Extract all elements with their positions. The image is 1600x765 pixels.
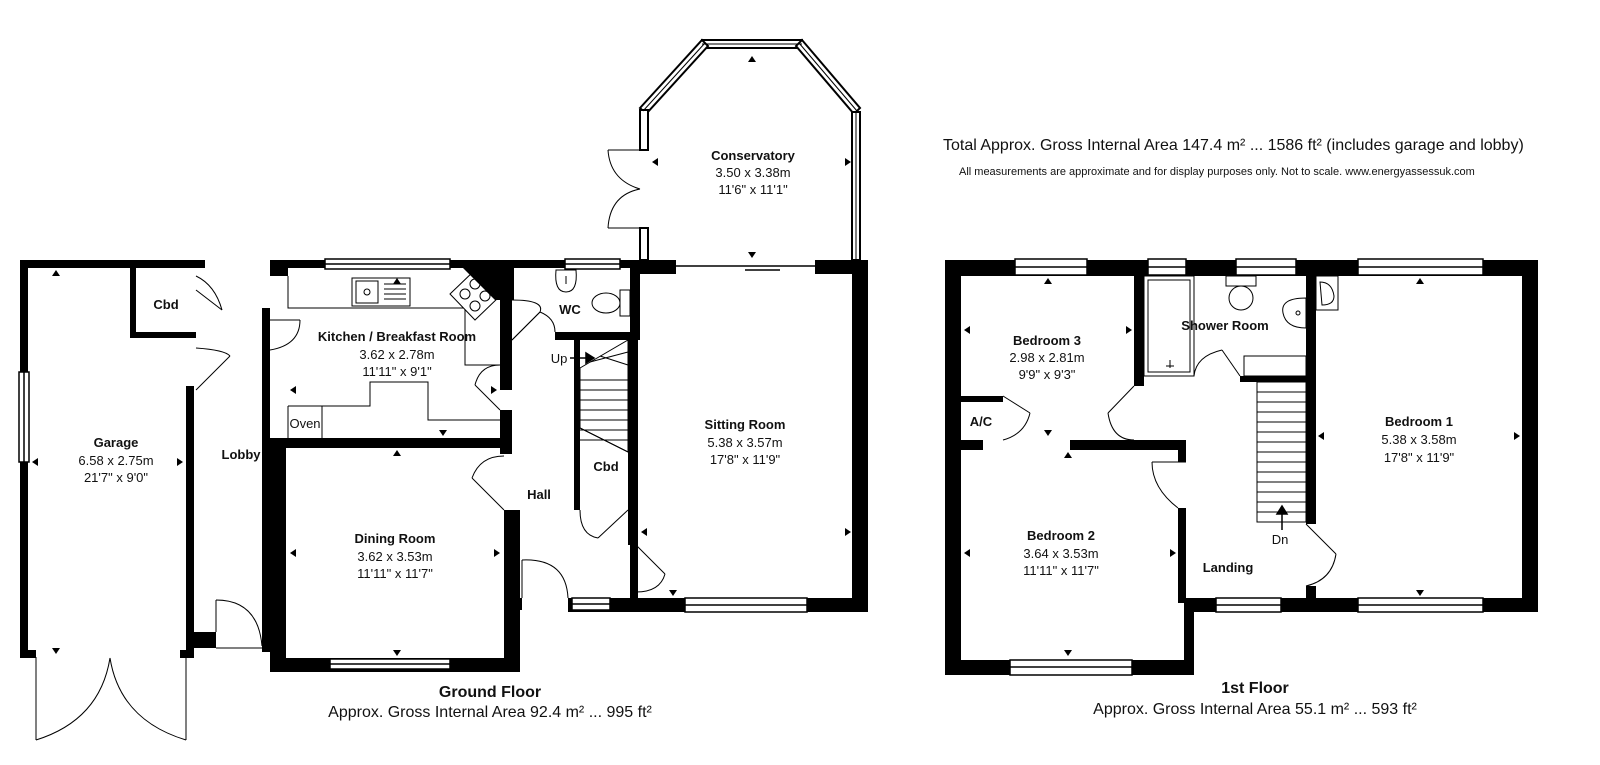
first-floor-doors <box>1002 349 1337 587</box>
ground-floor-plan: Cbd Garage 6.58 x 2.75m 21'7" x 9'0" Lob… <box>18 38 868 741</box>
dining-label: Dining Room <box>355 531 436 546</box>
shower-room-fittings <box>1143 275 1339 377</box>
wc-label: WC <box>559 302 581 317</box>
conservatory-glazing <box>642 42 858 260</box>
first-room-labels: Bedroom 3 2.98 x 2.81m 9'9" x 9'3" A/C S… <box>970 318 1457 578</box>
garage-window <box>18 371 30 463</box>
bedroom2-metric: 3.64 x 3.53m <box>1023 546 1098 561</box>
wc-window <box>564 258 621 270</box>
sitting-label: Sitting Room <box>705 417 786 432</box>
dining-imperial: 11'11" x 11'7" <box>357 566 433 581</box>
conservatory-imperial: 11'6" x 11'1" <box>718 182 788 197</box>
garage-metric: 6.58 x 2.75m <box>78 453 153 468</box>
sitting-window <box>684 597 808 613</box>
kitchen-dining-walls <box>270 260 520 672</box>
landing-label: Landing <box>1203 560 1254 575</box>
ground-floor-title: Ground Floor <box>438 684 542 701</box>
staircase-first <box>1256 381 1307 523</box>
kitchen-metric: 3.62 x 2.78m <box>359 347 434 362</box>
shower-room-label: Shower Room <box>1181 318 1268 333</box>
lobby-label: Lobby <box>222 447 262 462</box>
conservatory-metric: 3.50 x 3.38m <box>715 165 790 180</box>
kitchen-imperial: 11'11" x 9'1" <box>362 364 432 379</box>
sitting-metric: 5.38 x 3.57m <box>707 435 782 450</box>
bedroom1-label: Bedroom 1 <box>1385 414 1453 429</box>
conservatory-label: Conservatory <box>711 148 796 163</box>
bedroom3-metric: 2.98 x 2.81m <box>1009 350 1084 365</box>
bedroom2-imperial: 11'11" x 11'7" <box>1023 563 1099 578</box>
ground-room-labels: Cbd Garage 6.58 x 2.75m 21'7" x 9'0" Lob… <box>78 148 795 581</box>
bedroom3-imperial: 9'9" x 9'3" <box>1019 367 1076 382</box>
kitchen-label: Kitchen / Breakfast Room <box>318 329 476 344</box>
bedroom1-metric: 5.38 x 3.58m <box>1381 432 1456 447</box>
garage-doors <box>35 657 187 741</box>
garage-imperial: 21'7" x 9'0" <box>84 470 148 485</box>
wc-door <box>511 311 556 341</box>
ac-label: A/C <box>970 414 993 429</box>
ground-floor-area: Approx. Gross Internal Area 92.4 m² ... … <box>328 704 652 721</box>
conservatory-doors <box>607 149 641 229</box>
first-floor-title: 1st Floor <box>1221 680 1289 697</box>
kitchen-corner-wall <box>455 260 514 300</box>
up-arrow-icon <box>570 351 596 365</box>
oven-label: Oven <box>289 416 320 431</box>
front-door <box>521 559 569 599</box>
first-floor-plan: Bedroom 3 2.98 x 2.81m 9'9" x 9'3" A/C S… <box>945 258 1538 676</box>
hall-cbd-label: Cbd <box>593 459 618 474</box>
garage-cbd-label: Cbd <box>153 297 178 312</box>
garage-cbd-door <box>195 275 231 391</box>
wc-fittings <box>555 269 631 317</box>
bedroom1-imperial: 17'8" x 11'9" <box>1384 450 1455 465</box>
down-arrow-icon <box>1275 504 1289 530</box>
total-area-text: Total Approx. Gross Internal Area 147.4 … <box>943 137 1524 154</box>
ground-dimension-markers <box>32 56 851 656</box>
hall-cbd-door <box>579 509 629 539</box>
first-floor-windows <box>1009 258 1484 676</box>
dining-metric: 3.62 x 3.53m <box>357 549 432 564</box>
staircase-ground <box>579 339 629 453</box>
garage-label: Garage <box>94 435 139 450</box>
sitting-door <box>635 544 666 593</box>
kitchen-window <box>324 258 451 270</box>
lobby-door <box>215 319 301 649</box>
up-label: Up <box>551 351 568 366</box>
hall-window <box>571 597 611 611</box>
disclaimer-text: All measurements are approximate and for… <box>959 166 1475 178</box>
first-dimension-markers <box>964 278 1520 656</box>
sitting-room-walls <box>630 260 868 612</box>
hall-label: Hall <box>527 487 551 502</box>
sitting-imperial: 17'8" x 11'9" <box>710 452 781 467</box>
dining-window <box>329 658 451 670</box>
sliding-door <box>676 265 815 271</box>
dn-label: Dn <box>1272 532 1289 547</box>
bedroom2-label: Bedroom 2 <box>1027 528 1095 543</box>
bedroom3-label: Bedroom 3 <box>1013 333 1081 348</box>
first-floor-area: Approx. Gross Internal Area 55.1 m² ... … <box>1093 701 1417 718</box>
dining-door <box>471 455 505 511</box>
